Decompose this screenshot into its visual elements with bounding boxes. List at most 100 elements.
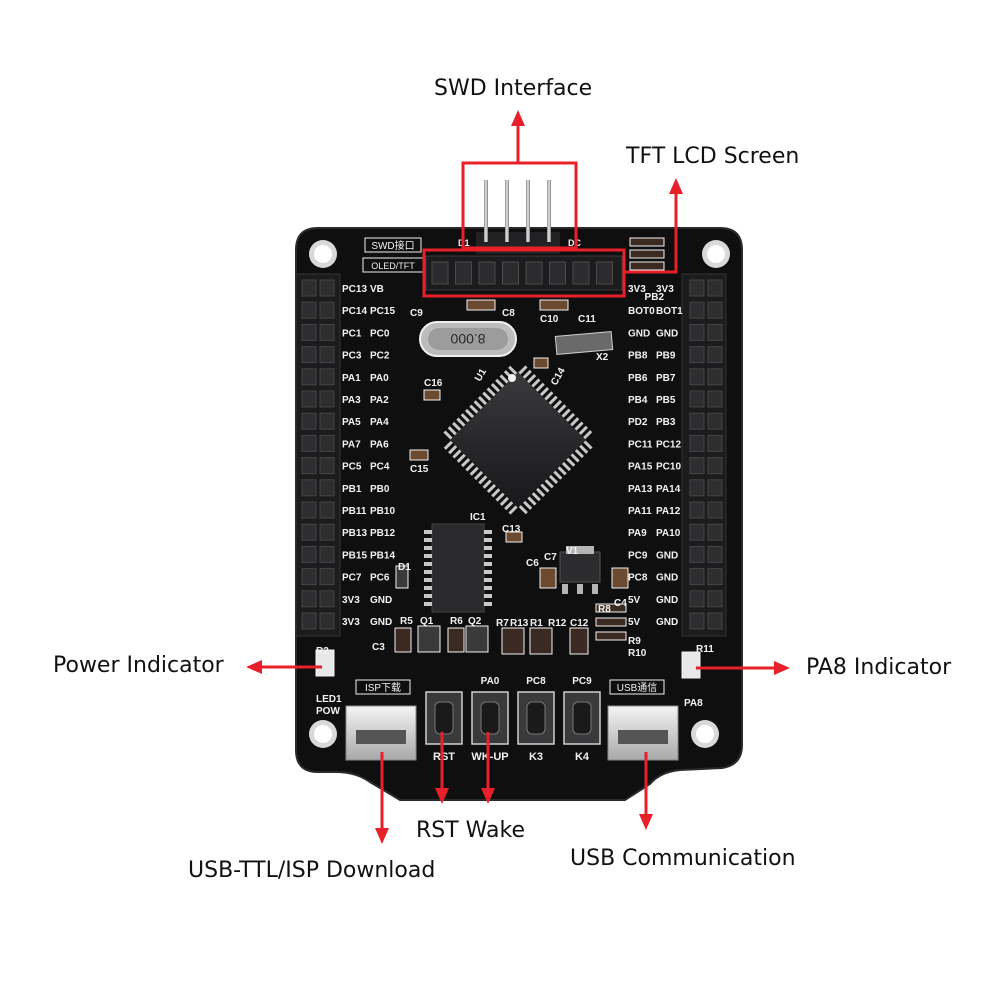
chip-leg — [495, 492, 505, 502]
designator-c16: C16 — [424, 378, 443, 389]
left-pin-label: PB12 — [370, 528, 395, 539]
right-pin-label: PA9 — [628, 528, 647, 539]
header-pin — [707, 479, 723, 497]
left-pin-label: 3V3 — [342, 595, 360, 606]
header-pin — [707, 390, 723, 408]
header-pin — [301, 368, 317, 386]
header-pin — [689, 501, 705, 519]
usb-right-silkscreen: USB通信 — [617, 682, 658, 694]
chip-leg — [491, 488, 501, 498]
left-pin-label: PC5 — [342, 462, 362, 473]
header-pin — [707, 434, 723, 452]
right-pin-label: PC11 — [628, 439, 653, 450]
designator-pow: POW — [316, 706, 340, 717]
left-pin-label: PB0 — [370, 484, 390, 495]
header-pin — [319, 457, 335, 475]
ic-leg — [424, 586, 432, 590]
right-pin-label: PC8 — [628, 573, 648, 584]
left-pin-label: PA7 — [342, 439, 361, 450]
button-cap — [526, 701, 546, 735]
button-top-label: PC8 — [526, 676, 546, 687]
ic-leg — [484, 530, 492, 534]
ic-leg — [424, 570, 432, 574]
socket-hole — [455, 261, 472, 285]
right-pin-label: GND — [656, 595, 678, 606]
ic-leg — [424, 554, 432, 558]
ic-leg — [484, 554, 492, 558]
left-pin-label: PA1 — [342, 373, 361, 384]
ic-leg — [484, 538, 492, 542]
designator-pa8: PA8 — [684, 698, 703, 709]
header-pin — [707, 346, 723, 364]
right-pin-label: BOT0 — [628, 306, 655, 317]
header-pin — [301, 590, 317, 608]
header-pin — [301, 545, 317, 563]
left-pin-header — [295, 273, 341, 637]
right-pin-label: 5V — [628, 617, 641, 628]
designator-c12: C12 — [570, 618, 589, 629]
designator-r11: R11 — [696, 644, 714, 655]
usb-left-connector — [345, 705, 417, 761]
chip-leg — [552, 399, 563, 410]
chip-leg — [518, 365, 528, 375]
header-pin — [319, 568, 335, 586]
header-pin — [319, 279, 335, 297]
chip-leg — [486, 387, 496, 397]
swd-header — [476, 180, 560, 254]
designator-r9: R9 — [628, 636, 641, 647]
header-pin — [689, 412, 705, 430]
designator-r6: R6 — [450, 616, 463, 627]
left-pin-label: PC7 — [342, 573, 362, 584]
designator-c3: C3 — [372, 642, 385, 653]
header-pin — [319, 323, 335, 341]
header-pin — [689, 523, 705, 541]
chip-leg — [478, 475, 488, 485]
callout-usb-ttl-isp: USB-TTL/ISP Download — [188, 858, 436, 883]
right-pin-label: PD2 — [628, 417, 648, 428]
right-pin-label: GND — [656, 550, 678, 561]
chip-leg — [461, 457, 471, 468]
header-pin — [319, 590, 335, 608]
svg-text:8.000: 8.000 — [450, 331, 485, 347]
chip-leg — [531, 492, 541, 502]
usb-left-silkscreen: ISP下载 — [365, 682, 401, 694]
oled-tft-socket — [425, 255, 623, 291]
ic-leg — [484, 586, 492, 590]
header-pin — [319, 501, 335, 519]
voltage-regulator — [559, 546, 601, 594]
chip-leg — [490, 383, 501, 393]
chip-leg — [570, 417, 580, 427]
chip-leg — [574, 448, 584, 459]
header-pin — [319, 612, 335, 630]
left-pin-label: PC14 — [342, 306, 367, 317]
usb-right-connector — [607, 705, 679, 761]
chip-leg — [531, 378, 541, 388]
header-pin — [707, 612, 723, 630]
oled-silkscreen: OLED/TFT — [371, 261, 415, 271]
left-pin-label: GND — [370, 617, 392, 628]
header-pin — [301, 479, 317, 497]
right-pin-label: PB6 — [628, 373, 648, 384]
header-pin — [319, 545, 335, 563]
header-pin — [689, 301, 705, 319]
header-pin — [301, 523, 317, 541]
ic-leg — [424, 602, 432, 606]
right-pin-label: PC9 — [628, 550, 648, 561]
designator-c15: C15 — [410, 464, 429, 475]
button-bottom-label: RST — [433, 751, 455, 763]
right-pin-label: 5V — [628, 595, 641, 606]
right-pin-label: PB4 — [628, 395, 648, 406]
ic-leg — [424, 546, 432, 550]
header-pin — [707, 279, 723, 297]
right-pin-label: GND — [656, 617, 678, 628]
chip-leg — [482, 391, 492, 401]
chip-leg — [443, 440, 453, 450]
designator-led1: LED1 — [316, 694, 342, 705]
right-pin-header — [681, 273, 727, 637]
chip-leg — [460, 413, 470, 423]
ic-leg — [484, 546, 492, 550]
socket-hole — [525, 261, 543, 285]
